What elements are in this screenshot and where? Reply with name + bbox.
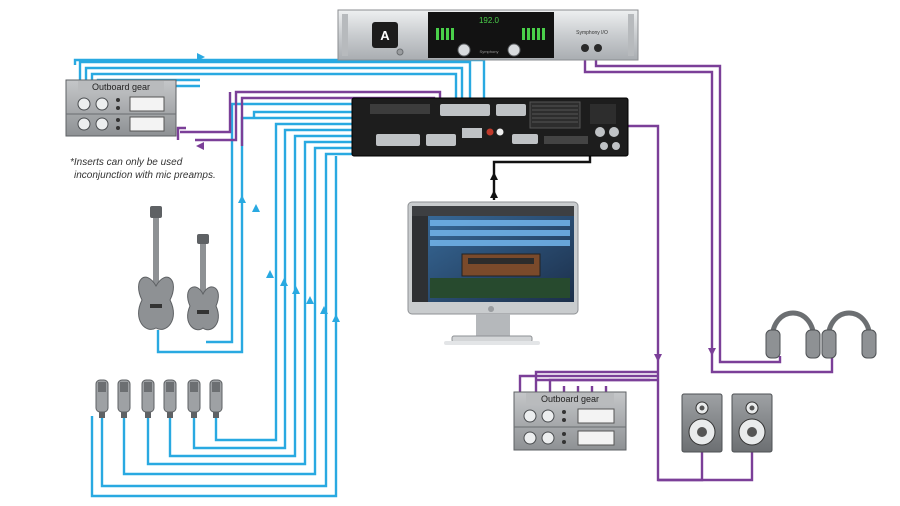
computer <box>407 201 579 345</box>
headphones-icon <box>765 310 821 359</box>
level-meters <box>436 28 545 40</box>
symphony-small-label: Symphony <box>480 49 499 54</box>
interface-back-panel <box>351 97 629 157</box>
note-line-2: inconjunction with mic preamps. <box>74 170 216 181</box>
outboard-gear-right: Outboard gear <box>513 391 627 451</box>
apple-logo-icon <box>488 306 495 312</box>
speaker-icon <box>731 393 773 453</box>
sample-rate-display: 192.0 <box>479 16 500 25</box>
electric-guitar <box>187 234 219 331</box>
black-arrows <box>490 172 498 198</box>
outboard-right-label: Outboard gear <box>541 394 599 404</box>
left-knob <box>457 43 471 57</box>
microphone-icon <box>95 379 109 418</box>
right-knob <box>507 43 521 57</box>
outboard-gear-left: Outboard gear <box>65 79 177 137</box>
symphony-io-unit: A 192.0 Symphony Symphony I/O <box>337 9 639 61</box>
headphone-jack-2 <box>594 44 602 52</box>
symphony-model-label: Symphony I/O <box>576 30 608 36</box>
headphone-jack-1 <box>581 44 589 52</box>
microphone-icon <box>141 379 155 418</box>
blue-arrows <box>197 53 340 322</box>
microphone-icon <box>117 379 131 418</box>
microphone-icon <box>163 379 177 418</box>
microphones <box>95 379 223 418</box>
symphony-logo-letter: A <box>380 28 390 43</box>
inserts-note: *Inserts can only be used inconjunction … <box>70 156 216 182</box>
note-line-1: *Inserts can only be used <box>70 157 183 168</box>
microphone-icon <box>187 379 201 418</box>
speaker-icon <box>681 393 723 453</box>
bass-guitar <box>138 206 174 330</box>
microphone-icon <box>209 379 223 418</box>
purple-arrows <box>196 142 716 362</box>
headphones-icon <box>821 310 877 359</box>
apogee-logo-icon <box>372 22 398 48</box>
outboard-left-label: Outboard gear <box>92 82 150 92</box>
